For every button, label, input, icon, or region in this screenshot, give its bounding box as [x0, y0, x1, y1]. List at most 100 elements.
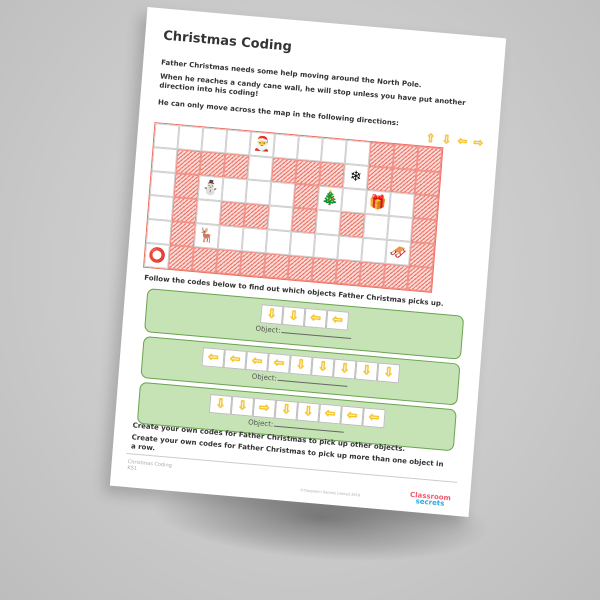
arrow-left-icon: ⇦ [267, 352, 291, 374]
arrow-down-icon: ⇩ [311, 356, 335, 378]
candy-cane-wall [414, 170, 441, 197]
map-cell [221, 177, 248, 204]
map-cell [151, 147, 178, 174]
arrow-right-icon: ⇨ [472, 134, 484, 150]
candy-cane-wall [223, 153, 250, 180]
candy-cane-wall [311, 257, 338, 284]
candy-cane-wall [219, 201, 246, 228]
map-cell [265, 229, 292, 256]
map-cell [225, 129, 252, 156]
map-cell [341, 187, 367, 214]
arrow-left-icon: ⇦ [245, 351, 269, 372]
candy-cane-wall [412, 194, 439, 221]
map-cell-snowflake: ❄ [342, 163, 369, 190]
arrow-down-icon: ⇩ [289, 354, 313, 376]
map-cell [217, 225, 244, 252]
arrow-left-icon: ⇦ [201, 347, 225, 369]
north-pole-map: 🎅 ❄ ⛄ 🎄 🎁 🦌 🛷 ⭕ [143, 122, 444, 293]
candy-cane-wall [293, 183, 320, 210]
candy-cane-wall [383, 263, 410, 290]
arrow-left-icon: ⇦ [318, 403, 342, 425]
wreath-icon: ⭕ [147, 247, 167, 265]
map-cell-santa: 🎅 [249, 131, 275, 158]
candy-cane-wall [416, 146, 443, 173]
map-cell-present: 🎁 [364, 189, 391, 216]
candy-cane-wall [319, 161, 345, 188]
footer-title: Christmas Coding KS1 [127, 459, 172, 475]
map-cell [269, 181, 296, 208]
candy-cane-wall [392, 144, 419, 171]
present-icon: 🎁 [368, 194, 388, 212]
map-cell [195, 199, 222, 226]
map-cell [146, 218, 172, 245]
map-cell-tree: 🎄 [317, 185, 343, 212]
copyright-text: ©Classroom Secrets Limited 2018 [299, 488, 361, 498]
reindeer-icon: 🦌 [197, 227, 217, 245]
candy-cane-wall [366, 165, 393, 192]
arrow-left-icon: ⇦ [325, 309, 350, 331]
map-cell [201, 127, 228, 154]
arrow-down-icon: ⇩ [208, 393, 233, 415]
candy-cane-wall [239, 251, 266, 278]
map-cell-reindeer: 🦌 [193, 223, 220, 250]
arrow-down-icon: ⇩ [333, 358, 357, 380]
map-cell [247, 155, 274, 182]
candy-cane-wall [407, 265, 433, 292]
map-cell [313, 233, 340, 260]
arrow-left-icon: ⇦ [362, 407, 386, 429]
map-cell [245, 179, 272, 206]
map-cell [153, 123, 180, 150]
candy-cane-wall [175, 149, 202, 176]
map-cell [149, 171, 176, 198]
candy-cane-wall [168, 244, 194, 271]
arrow-down-icon: ⇩ [354, 360, 379, 382]
snowman-icon: ⛄ [201, 179, 220, 197]
map-cell [320, 137, 347, 164]
candy-cane-wall [409, 241, 435, 268]
map-cell [361, 237, 387, 264]
candy-cane-wall [335, 259, 362, 286]
map-cell [273, 133, 299, 160]
map-cell-snowman: ⛄ [197, 175, 224, 202]
map-cell-wreath: ⭕ [144, 242, 170, 269]
candy-cane-wall [390, 168, 417, 195]
sleigh-icon: 🛷 [388, 244, 408, 262]
candy-cane-wall [191, 246, 218, 274]
map-cell [267, 205, 294, 232]
candy-cane-wall [243, 203, 270, 230]
candy-cane-wall [263, 253, 290, 280]
candy-cane-wall [359, 261, 386, 288]
candy-cane-wall [169, 220, 196, 247]
map-cell [315, 209, 342, 236]
candy-cane-wall [171, 197, 198, 224]
candy-cane-wall [215, 249, 242, 276]
arrow-down-icon: ⇩ [230, 395, 255, 417]
map-cell [296, 135, 323, 162]
arrow-up-icon: ⇧ [425, 130, 437, 146]
candy-cane-wall [295, 159, 321, 186]
candy-cane-wall [368, 142, 395, 169]
candy-cane-wall [291, 207, 318, 234]
arrow-left-icon: ⇦ [456, 133, 469, 149]
map-cell [386, 215, 413, 242]
page-title: Christmas Coding [162, 28, 293, 55]
arrow-left-icon: ⇦ [223, 349, 247, 370]
candy-cane-wall [199, 151, 226, 178]
candy-cane-wall [173, 173, 200, 200]
arrow-down-icon: ⇩ [376, 362, 401, 384]
arrow-left-icon: ⇦ [303, 307, 328, 329]
santa-icon: 🎅 [252, 135, 272, 154]
arrow-down-icon: ⇩ [274, 399, 299, 421]
tree-icon: 🎄 [320, 189, 340, 208]
candy-cane-wall [271, 157, 297, 184]
arrow-left-icon: ⇦ [340, 405, 364, 427]
arrow-down-icon: ⇩ [440, 132, 453, 148]
map-cell [241, 227, 268, 254]
candy-cane-wall [410, 217, 437, 244]
logo-bottom-text: secrets [415, 497, 445, 508]
arrow-down-icon: ⇩ [296, 401, 320, 423]
map-cell [289, 231, 316, 258]
arrow-right-icon: ⇨ [252, 397, 277, 419]
arrow-down-icon: ⇩ [260, 304, 284, 325]
classroom-secrets-logo: Classroom secrets [409, 491, 451, 508]
